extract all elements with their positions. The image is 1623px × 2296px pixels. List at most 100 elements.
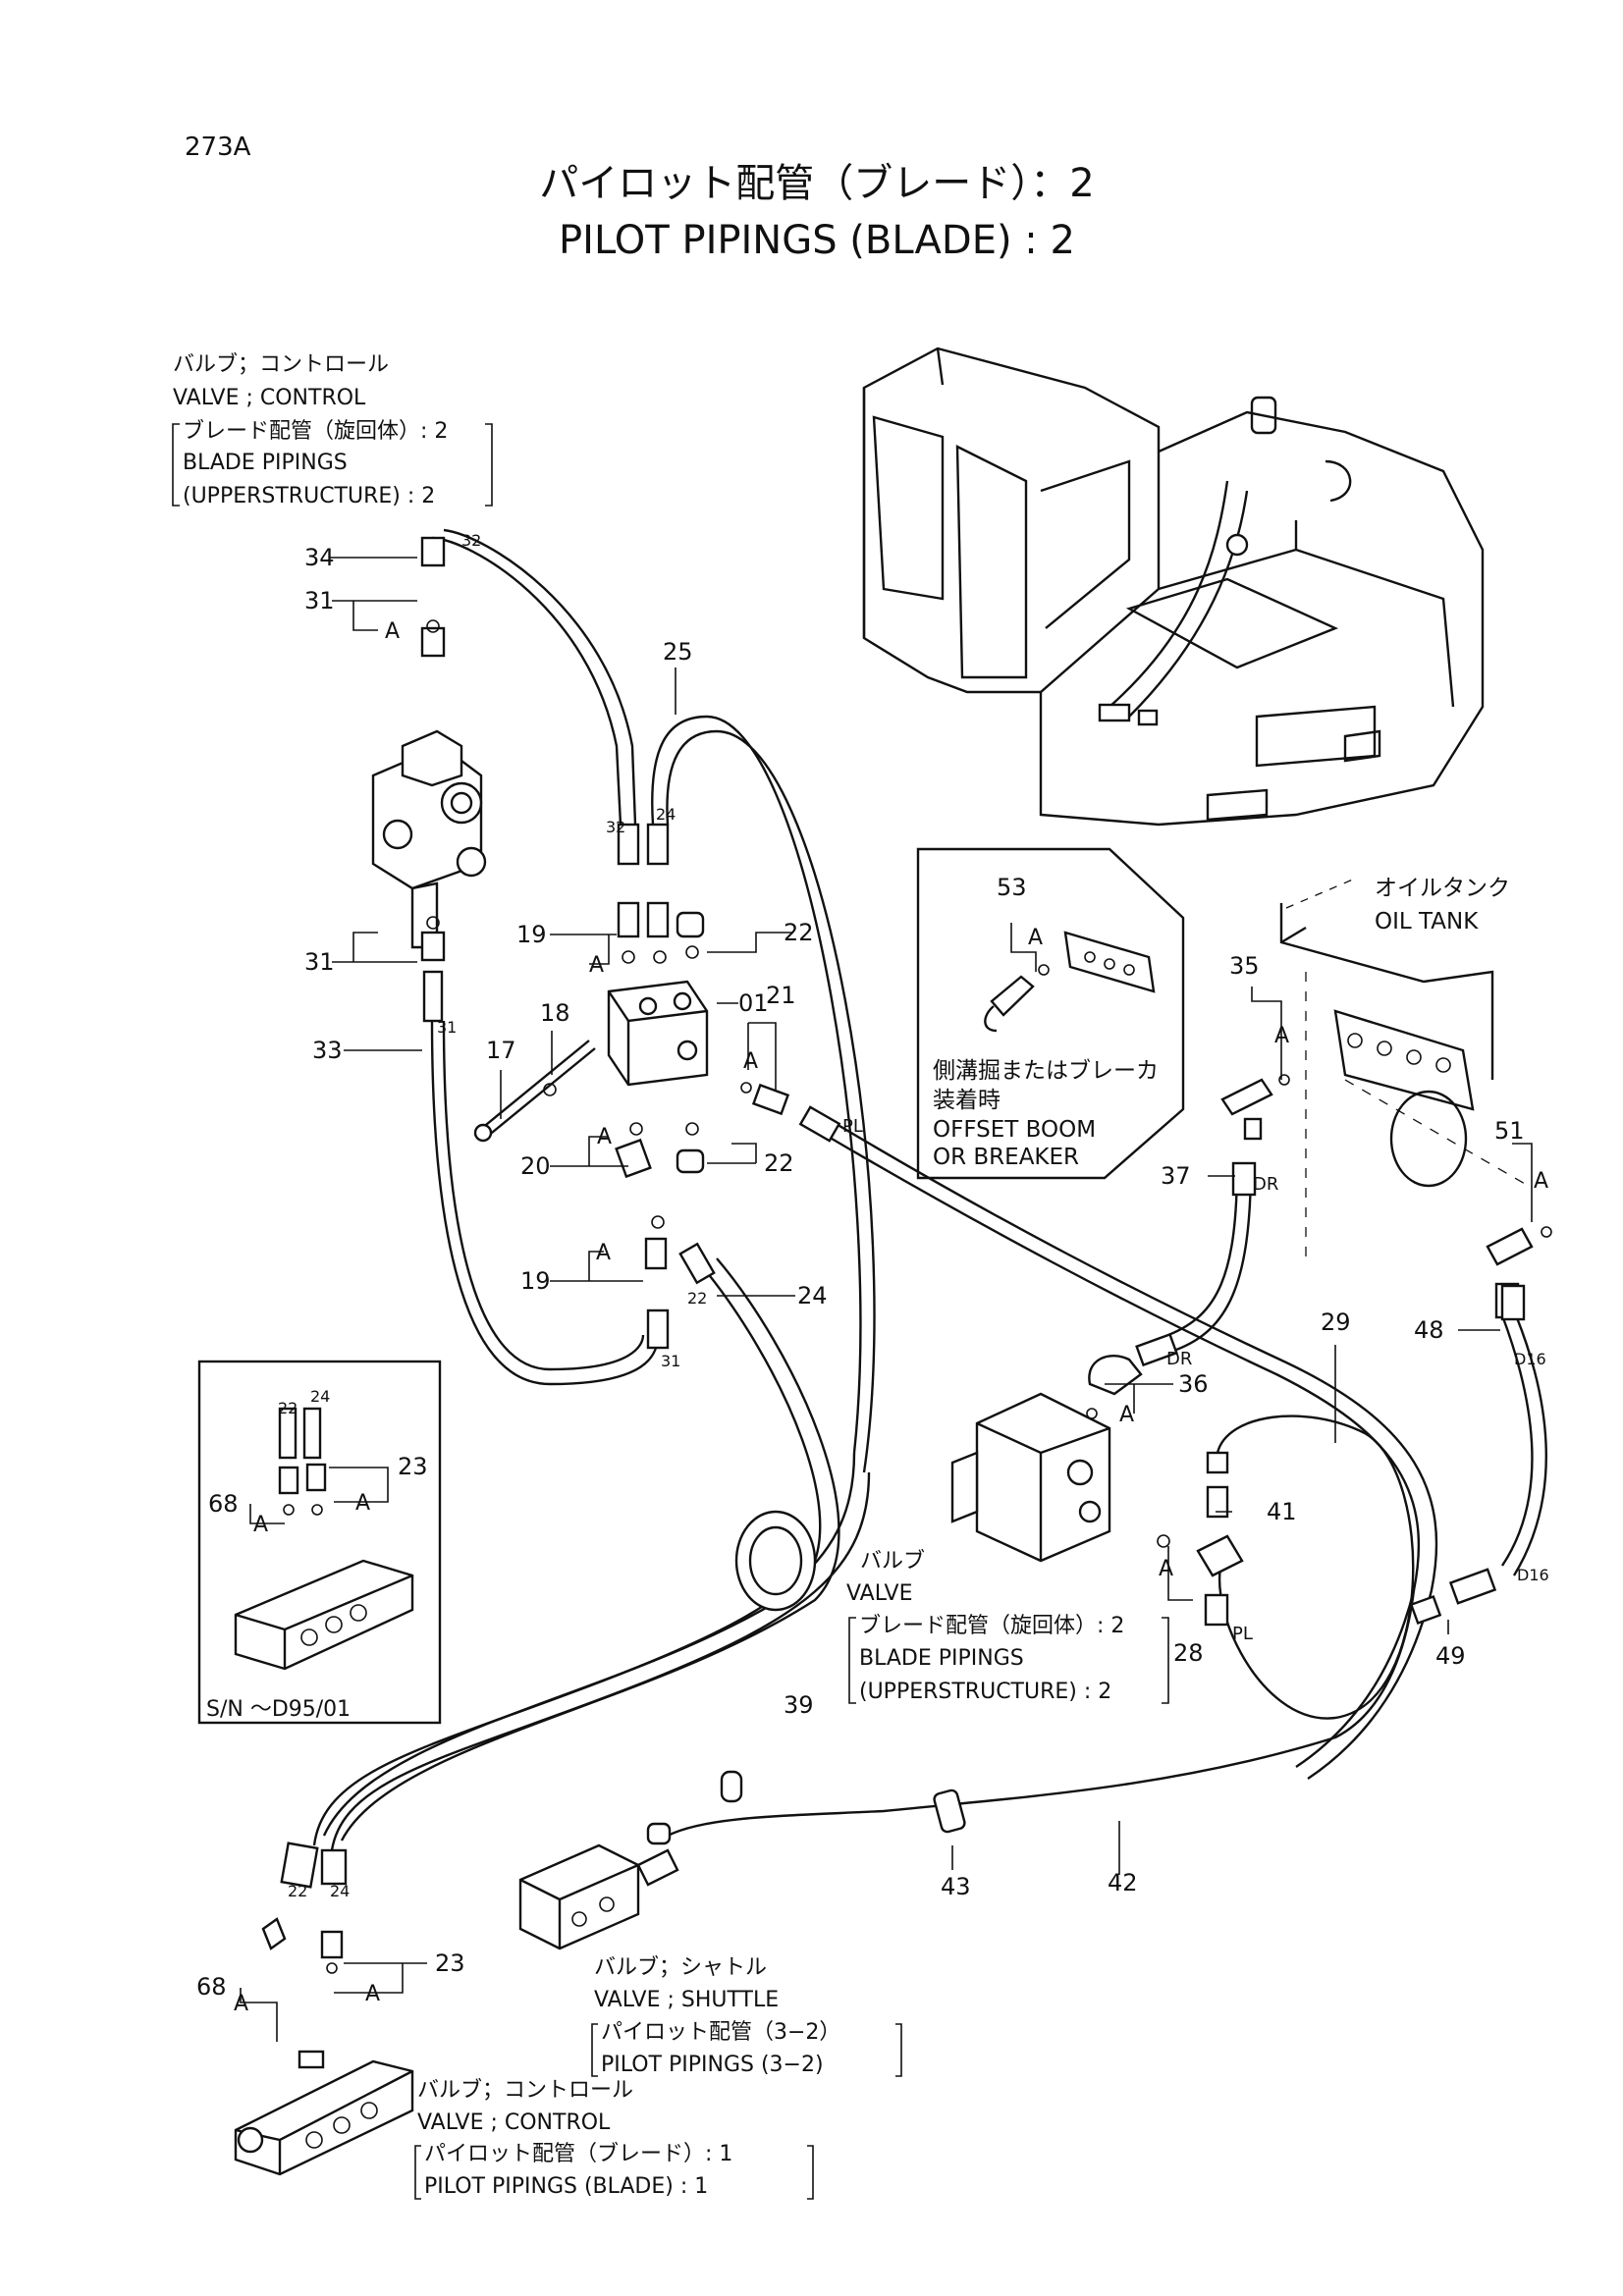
svg-text:BLADE PIPINGS: BLADE PIPINGS xyxy=(859,1646,1024,1671)
callout: D16 xyxy=(1517,1566,1549,1584)
callout: 24 xyxy=(656,805,676,824)
callout: 31 xyxy=(304,587,335,614)
callout: 20 xyxy=(520,1152,551,1180)
callout: 22 xyxy=(687,1289,707,1308)
callout: 39 xyxy=(784,1691,814,1719)
callout-labels: 34 31 A 31 33 25 32 24 19 A 22 17 18 01 … xyxy=(196,531,1549,2016)
valve-mid xyxy=(950,1284,1526,1627)
callout: 23 xyxy=(398,1453,428,1480)
callout: 32 xyxy=(461,531,481,550)
svg-text:パイロット配管（3−2）: パイロット配管（3−2） xyxy=(601,2020,840,2045)
oil-tank-label-jp: オイルタンク xyxy=(1375,876,1510,901)
svg-text:ブレード配管（旋回体）: 2: ブレード配管（旋回体）: 2 xyxy=(183,419,448,444)
offset-boom-note-jp-2: 装着時 xyxy=(933,1088,1001,1113)
callout: 31 xyxy=(437,1018,457,1037)
callout: 36 xyxy=(1178,1370,1209,1398)
offset-boom-note-jp-1: 側溝掘またはブレーカ xyxy=(933,1058,1159,1084)
callout: 21 xyxy=(766,982,796,1009)
callout: 49 xyxy=(1435,1642,1466,1670)
svg-text:バルブ；シャトル: バルブ；シャトル xyxy=(594,1955,767,1980)
callout: 32 xyxy=(606,818,625,836)
callout: A xyxy=(596,1241,611,1265)
leader-lines xyxy=(240,557,1533,2042)
control-valve-left xyxy=(371,536,487,1023)
callout: 51 xyxy=(1494,1117,1525,1145)
callout: 37 xyxy=(1161,1162,1191,1190)
callout: 01 xyxy=(738,989,769,1017)
callout: 41 xyxy=(1267,1498,1297,1525)
svg-text:VALVE ; CONTROL: VALVE ; CONTROL xyxy=(173,386,366,410)
svg-text:(UPPERSTRUCTURE) : 2: (UPPERSTRUCTURE) : 2 xyxy=(183,484,435,508)
callout: A xyxy=(589,953,604,978)
svg-text:BLADE PIPINGS: BLADE PIPINGS xyxy=(183,451,348,475)
svg-text:バルブ: バルブ xyxy=(860,1549,925,1574)
oil-tank-label-en: OIL TANK xyxy=(1375,909,1479,934)
callout: A xyxy=(1274,1024,1289,1048)
callout: DR xyxy=(1166,1349,1192,1369)
callout: A xyxy=(234,1992,248,2016)
svg-text:ブレード配管（旋回体）: 2: ブレード配管（旋回体）: 2 xyxy=(859,1614,1124,1638)
callout: 18 xyxy=(540,999,570,1027)
callout: 25 xyxy=(663,638,693,666)
callout: A xyxy=(355,1491,370,1516)
callout: 19 xyxy=(516,921,547,948)
callout: 24 xyxy=(310,1387,330,1406)
callout: DR xyxy=(1253,1174,1278,1195)
svg-text:バルブ；コントロール: バルブ；コントロール xyxy=(417,2078,633,2103)
hoses xyxy=(312,528,1547,1851)
callout: 24 xyxy=(330,1882,350,1900)
callout: A xyxy=(1028,926,1043,950)
offset-boom-note-en-2: OR BREAKER xyxy=(933,1145,1079,1170)
title-english: PILOT PIPINGS (BLADE) : 2 xyxy=(559,218,1075,263)
callout: 31 xyxy=(304,948,335,976)
callout: A xyxy=(743,1049,758,1074)
grommet xyxy=(734,1510,817,1612)
svg-text:VALVE: VALVE xyxy=(846,1581,912,1606)
callout: 34 xyxy=(304,544,335,571)
serial-inset-label: S/N ～D95/01 xyxy=(206,1697,351,1722)
callout: 68 xyxy=(196,1973,227,2001)
callout: 22 xyxy=(764,1149,794,1177)
callout: 22 xyxy=(288,1882,307,1900)
callout: A xyxy=(385,619,400,644)
callout: A xyxy=(253,1513,268,1537)
callout: A xyxy=(1119,1403,1134,1427)
callout: A xyxy=(1159,1557,1173,1581)
center-valve-block xyxy=(473,823,841,1350)
callout: 28 xyxy=(1173,1639,1204,1667)
svg-text:PILOT PIPINGS (3−2): PILOT PIPINGS (3−2) xyxy=(601,2053,824,2077)
oil-tank: オイルタンク OIL TANK xyxy=(1220,876,1552,1319)
callout: 42 xyxy=(1108,1869,1138,1896)
valve-mid-note: バルブ VALVE ブレード配管（旋回体）: 2 BLADE PIPINGS (… xyxy=(846,1549,1169,1704)
callout: 43 xyxy=(941,1873,971,1900)
callout: 23 xyxy=(435,1949,465,1977)
offset-boom-detail: 側溝掘またはブレーカ 装着時 OFFSET BOOM OR BREAKER xyxy=(916,847,1185,1180)
callout: 22 xyxy=(278,1399,298,1417)
callout: 29 xyxy=(1321,1308,1351,1336)
offset-boom-note-en-1: OFFSET BOOM xyxy=(933,1117,1096,1143)
control-valve-top-note: バルブ；コントロール VALVE ; CONTROL ブレード配管（旋回体）: … xyxy=(172,352,493,508)
svg-text:パイロット配管（ブレード）: 1: パイロット配管（ブレード）: 1 xyxy=(424,2142,732,2166)
svg-text:VALVE ; SHUTTLE: VALVE ; SHUTTLE xyxy=(594,1988,779,2012)
svg-text:バルブ；コントロール: バルブ；コントロール xyxy=(173,352,389,377)
svg-text:PILOT PIPINGS (BLADE) : 1: PILOT PIPINGS (BLADE) : 1 xyxy=(424,2174,708,2199)
title-japanese: パイロット配管（ブレード）：2 xyxy=(539,161,1094,206)
callout: 17 xyxy=(486,1037,516,1064)
callout: 31 xyxy=(661,1352,680,1370)
callout: A xyxy=(597,1125,612,1149)
callout: A xyxy=(1534,1169,1548,1194)
callout: 68 xyxy=(208,1490,239,1518)
page-code: 273A xyxy=(185,133,251,162)
svg-text:(UPPERSTRUCTURE) : 2: (UPPERSTRUCTURE) : 2 xyxy=(859,1680,1111,1704)
callout: A xyxy=(365,1982,380,2006)
callout: 53 xyxy=(997,874,1027,901)
callout: 19 xyxy=(520,1267,551,1295)
callout: 33 xyxy=(312,1037,343,1064)
serial-inset: S/N ～D95/01 xyxy=(197,1360,442,1725)
control-valve-bottom: バルブ；コントロール VALVE ; CONTROL パイロット配管（ブレード）… xyxy=(234,1842,814,2200)
callout: 24 xyxy=(797,1282,828,1309)
shuttle-valve: バルブ；シャトル VALVE ; SHUTTLE パイロット配管（3−2） PI… xyxy=(518,1770,966,2077)
callout: D16 xyxy=(1514,1350,1546,1368)
callout: 35 xyxy=(1229,952,1260,980)
